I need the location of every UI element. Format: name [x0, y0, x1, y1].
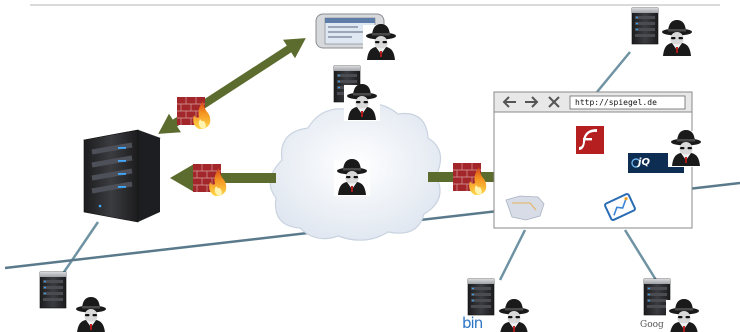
forward-arrow-icon[interactable] [525, 96, 539, 108]
main-server-icon [83, 129, 162, 223]
map-thumbnail-icon [505, 195, 545, 221]
server-icon [467, 278, 495, 316]
spy-icon [363, 24, 399, 61]
double-arrow-server-phone [158, 38, 306, 134]
jquery-label: jQ [638, 157, 650, 168]
server-icon [631, 7, 659, 45]
browser-url-text[interactable]: http://spiegel.de [575, 98, 657, 107]
spy-icon [659, 20, 695, 57]
firewall-icon [192, 163, 227, 197]
bing-logo-text: bin [462, 314, 483, 332]
analytics-icon [604, 193, 636, 221]
spy-icon [666, 299, 702, 332]
close-x-icon[interactable] [548, 96, 560, 108]
arrow-cloud-to-server [170, 164, 276, 192]
spy-icon [334, 159, 370, 196]
spy-icon [496, 299, 532, 332]
spy-icon [73, 297, 109, 332]
firewall-icon [452, 162, 487, 196]
spy-icon [344, 84, 380, 121]
address-bar[interactable] [569, 95, 686, 110]
flash-plugin-icon [576, 126, 604, 154]
server-icon [39, 271, 67, 309]
spy-icon [668, 130, 704, 167]
google-logo-text: Goog [640, 320, 664, 330]
back-arrow-icon[interactable] [502, 96, 516, 108]
